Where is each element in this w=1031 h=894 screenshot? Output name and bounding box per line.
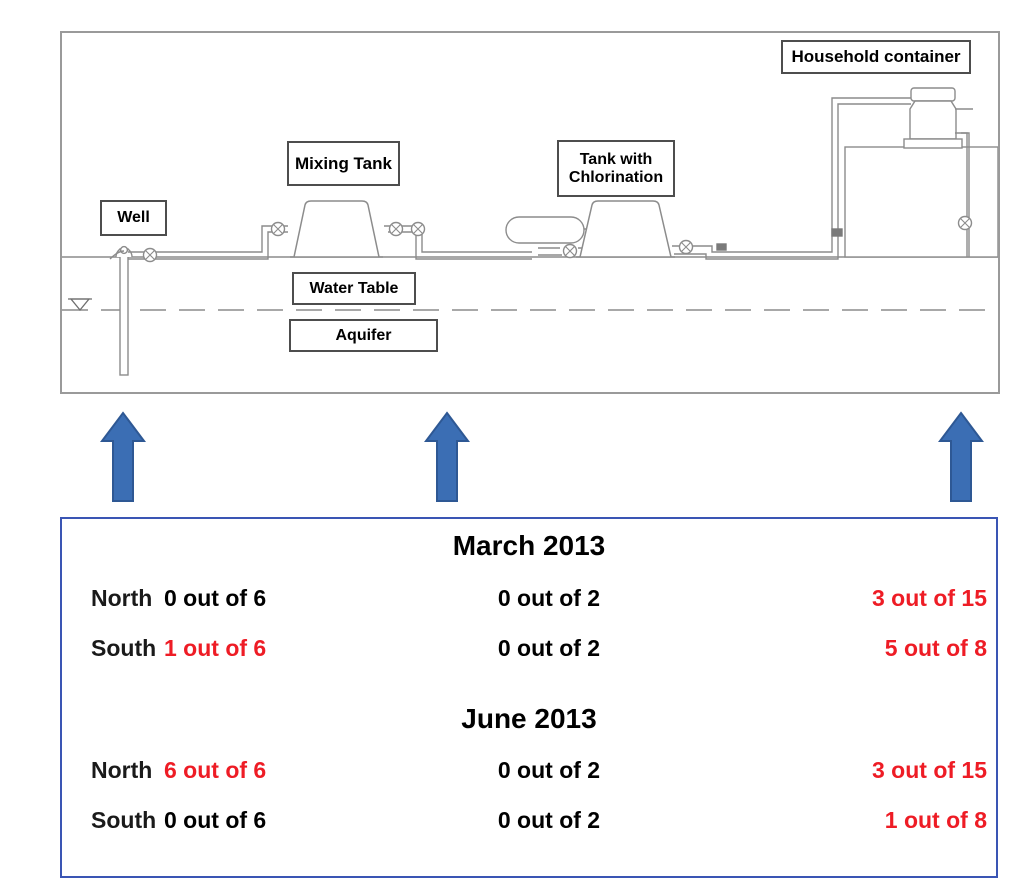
label-mixing-tank: Mixing Tank: [287, 141, 400, 186]
label-well: Well: [100, 200, 167, 236]
region-label-north: North: [91, 585, 153, 611]
arrow-up-icon-well-column: [100, 411, 146, 502]
region-label-south: South: [91, 807, 157, 833]
result-tank-south-june: 0 out of 2: [497, 807, 601, 833]
sampling-results-panel: March 2013 North 0 out of 6 0 out of 2 3…: [60, 517, 998, 878]
region-label-south: South: [91, 635, 157, 661]
household-tap-icon: [957, 215, 973, 231]
chlorination-outlet-pipe: [672, 233, 839, 260]
household-roof-tank: [903, 87, 963, 149]
arrow-up-icon-tank-column: [424, 411, 470, 502]
section-title-march: March 2013: [452, 530, 606, 561]
mixing-tank-inlet-valve-icon: [270, 221, 286, 237]
result-well-south-june: 0 out of 6: [164, 807, 267, 833]
label-tank-with-chlorination: Tank with Chlorination: [557, 140, 675, 197]
result-household-south-june: 1 out of 8: [884, 807, 987, 833]
chlorination-tank-vessel: [576, 200, 675, 258]
table-row: South 1 out of 6 0 out of 2 5 out of 8: [62, 635, 996, 669]
result-well-north-june: 6 out of 6: [164, 757, 267, 783]
arrow-up-icon-household-column: [938, 411, 984, 502]
mixing-tank-outlet-valve-icon: [388, 221, 404, 237]
label-aquifer: Aquifer: [289, 319, 438, 352]
result-tank-north-march: 0 out of 2: [497, 585, 601, 611]
result-well-south-march: 1 out of 6: [164, 635, 267, 661]
label-water-table: Water Table: [292, 272, 416, 305]
household-pipe-joint: [831, 228, 843, 237]
water-system-schematic: [62, 87, 998, 376]
label-chlorination-line-2: Chlorination: [568, 168, 664, 186]
household-building: [844, 146, 998, 258]
label-chlorination-line-1: Tank with: [579, 150, 653, 168]
chlorine-dosing-valve-icon: [562, 243, 578, 259]
table-row: South 0 out of 6 0 out of 2 1 out of 8: [62, 807, 996, 841]
result-well-north-march: 0 out of 6: [164, 585, 267, 611]
label-household-container: Household container: [781, 40, 971, 74]
household-riser-pipe: [831, 97, 973, 257]
section-title-june: June 2013: [461, 703, 597, 734]
result-household-north-june: 3 out of 15: [871, 757, 987, 783]
well-borehole: [109, 245, 133, 376]
region-label-north: North: [91, 757, 153, 783]
mixing-tank-vessel: [290, 200, 383, 258]
result-household-north-march: 3 out of 15: [871, 585, 987, 611]
result-tank-south-march: 0 out of 2: [497, 635, 601, 661]
table-row: North 6 out of 6 0 out of 2 3 out of 15: [62, 757, 996, 791]
table-row: North 0 out of 6 0 out of 2 3 out of 15: [62, 585, 996, 619]
result-tank-north-june: 0 out of 2: [497, 757, 601, 783]
chlorination-outlet-valve-icon: [678, 239, 694, 255]
pipe-fitting-marker: [716, 243, 727, 251]
mixing-tank-secondary-valve-icon: [410, 221, 426, 237]
well-valve-icon: [142, 247, 158, 263]
water-table-triangle-icon: [69, 298, 91, 312]
schematic-diagram-frame: [60, 31, 1000, 394]
result-household-south-march: 5 out of 8: [884, 635, 987, 661]
